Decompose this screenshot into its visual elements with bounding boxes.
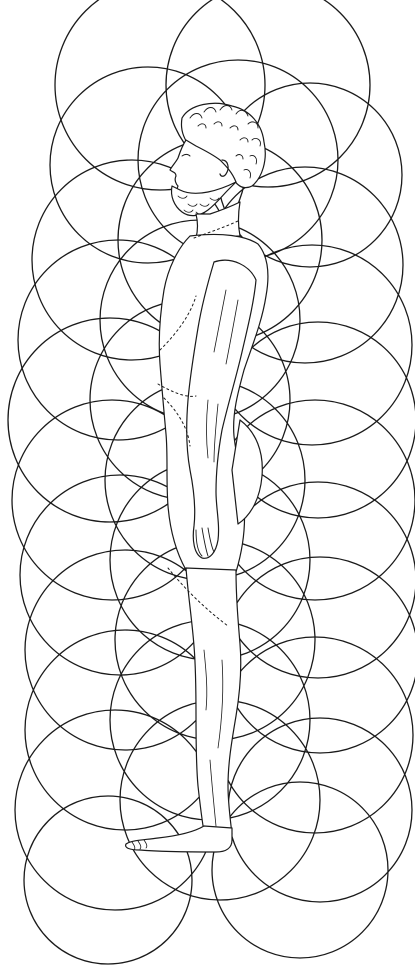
circle-ring bbox=[222, 557, 415, 753]
circle-ring bbox=[212, 782, 388, 958]
leg bbox=[186, 568, 241, 834]
buttock bbox=[232, 420, 262, 524]
foot bbox=[126, 826, 232, 852]
human-figure bbox=[126, 103, 268, 852]
